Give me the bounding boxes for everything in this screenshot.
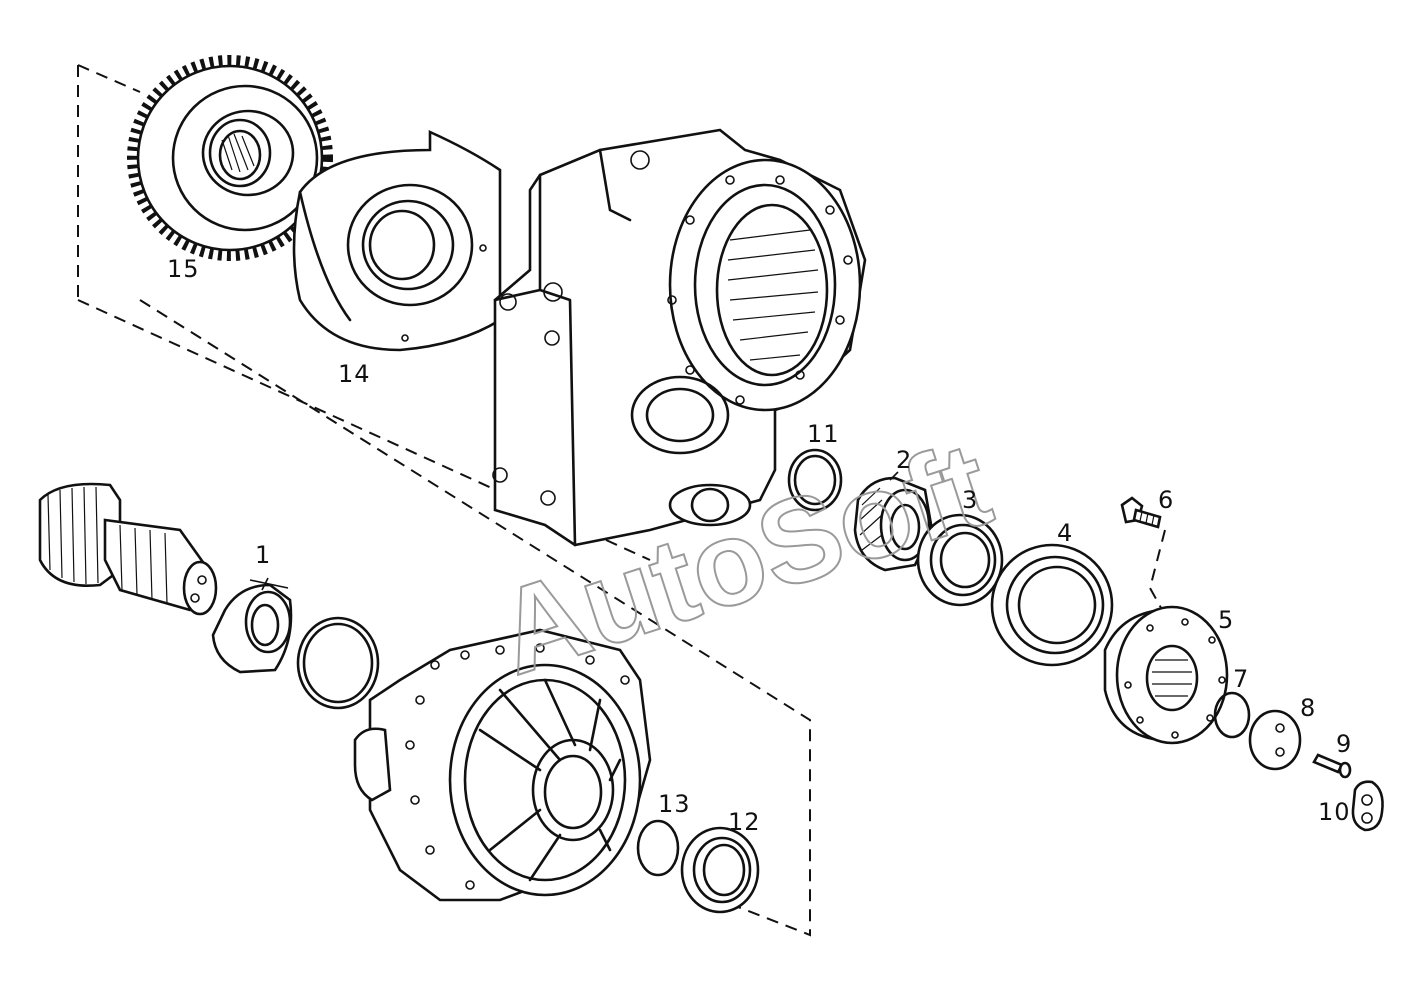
input-shaft bbox=[38, 482, 218, 616]
part-13-snap-ring bbox=[636, 819, 680, 877]
callout-10: 10 bbox=[1318, 798, 1351, 826]
part-7-o-ring bbox=[1213, 691, 1251, 739]
callout-labels: 1 2 3 4 5 6 7 8 9 10 11 12 13 14 15 bbox=[167, 255, 1352, 836]
callout-2: 2 bbox=[896, 446, 912, 474]
callout-13: 13 bbox=[658, 790, 691, 818]
part-9-screw bbox=[1312, 753, 1352, 779]
part-12-oil-seal bbox=[680, 826, 760, 914]
part-11-o-ring bbox=[787, 448, 843, 512]
part-14-carrier-plate bbox=[292, 129, 502, 352]
callout-12: 12 bbox=[728, 808, 761, 836]
part-6-bolt bbox=[1120, 496, 1162, 529]
part-10-lock-plate bbox=[1351, 780, 1384, 832]
part-15-spur-gear bbox=[127, 55, 333, 261]
callout-15: 15 bbox=[167, 255, 200, 283]
callout-3: 3 bbox=[962, 486, 978, 514]
callout-4: 4 bbox=[1057, 519, 1073, 547]
callout-7: 7 bbox=[1233, 665, 1249, 693]
callout-9: 9 bbox=[1336, 730, 1352, 758]
callout-14: 14 bbox=[338, 360, 371, 388]
callout-5: 5 bbox=[1218, 606, 1234, 634]
o-ring-seal bbox=[296, 616, 380, 710]
callout-1: 1 bbox=[255, 541, 271, 569]
part-3-seal bbox=[916, 513, 1004, 607]
callout-8: 8 bbox=[1300, 694, 1316, 722]
part-5-output-flange bbox=[1103, 605, 1229, 745]
rear-housing bbox=[353, 628, 652, 902]
callout-11: 11 bbox=[807, 420, 840, 448]
leader-lines bbox=[261, 471, 899, 591]
center-housing bbox=[492, 128, 867, 547]
callout-6: 6 bbox=[1158, 486, 1174, 514]
part-8-retainer-plate bbox=[1248, 709, 1302, 771]
part-1-bearing bbox=[211, 579, 293, 674]
part-4-washer bbox=[990, 543, 1114, 667]
